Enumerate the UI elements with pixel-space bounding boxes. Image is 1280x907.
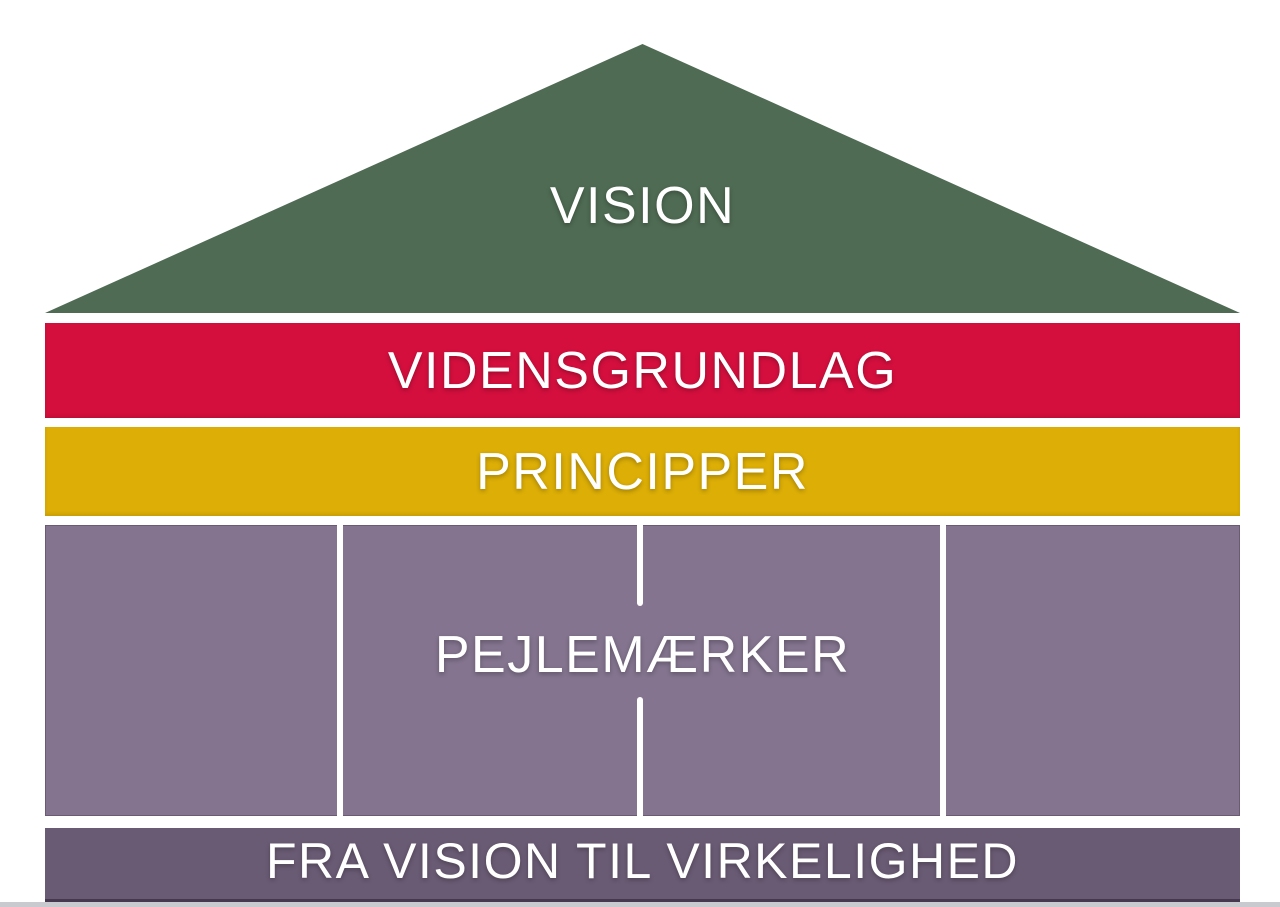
column-divider-center-top xyxy=(637,525,643,606)
vidensgrundlag-label: VIDENSGRUNDLAG xyxy=(387,341,898,400)
column-divider-right xyxy=(940,525,946,816)
roof-triangle: VISION xyxy=(45,44,1240,313)
column-divider-left xyxy=(337,525,343,816)
roof-label: VISION xyxy=(549,177,736,235)
pejlemaerker-block: PEJLEMÆRKER xyxy=(45,525,1240,816)
vidensgrundlag-bar: VIDENSGRUNDLAG xyxy=(45,323,1240,418)
principper-bar: PRINCIPPER xyxy=(45,427,1240,516)
pejlemaerker-label: PEJLEMÆRKER xyxy=(434,625,851,684)
foundation-bar: FRA VISION TIL VIRKELIGHED xyxy=(45,828,1240,903)
bottom-edge-strip xyxy=(0,902,1280,907)
principper-label: PRINCIPPER xyxy=(476,442,809,501)
foundation-label: FRA VISION TIL VIRKELIGHED xyxy=(265,832,1020,889)
column-divider-center-bottom xyxy=(637,697,643,816)
